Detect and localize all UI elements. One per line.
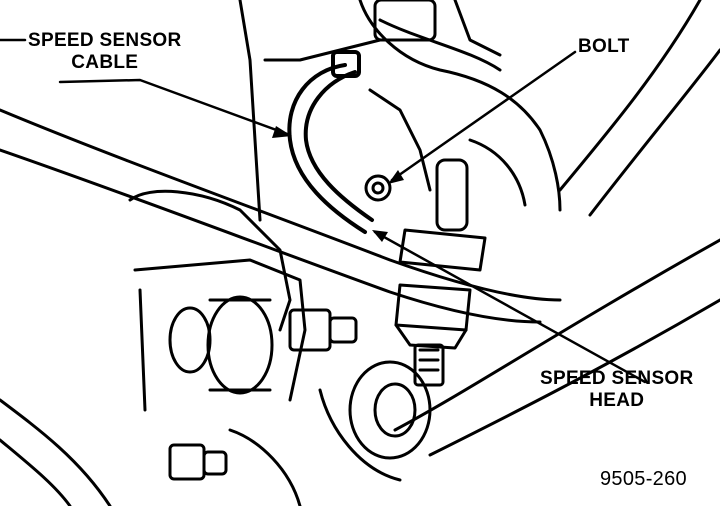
sensor-head-part — [394, 158, 487, 387]
speed-sensor-head-label: SPEED SENSOR HEAD — [540, 368, 694, 412]
mount-bracket — [128, 189, 432, 506]
speed-sensor-cable-label: SPEED SENSOR CABLE — [28, 30, 182, 74]
leader-arrowheads — [272, 126, 404, 242]
bolt-label: BOLT — [578, 36, 630, 57]
speed-sensor-cable-line1: SPEED SENSOR — [28, 30, 182, 51]
bolt-part — [364, 174, 392, 202]
speed-sensor-head-line1: SPEED SENSOR — [540, 368, 694, 389]
speed-sensor-head-line2: HEAD — [589, 390, 645, 411]
sensor-cable — [287, 50, 374, 234]
transmission-body — [238, 0, 562, 222]
leader-lines — [0, 38, 647, 384]
speed-sensor-cable-line2: CABLE — [71, 52, 139, 73]
figure-id: 9505-260 — [600, 468, 687, 490]
